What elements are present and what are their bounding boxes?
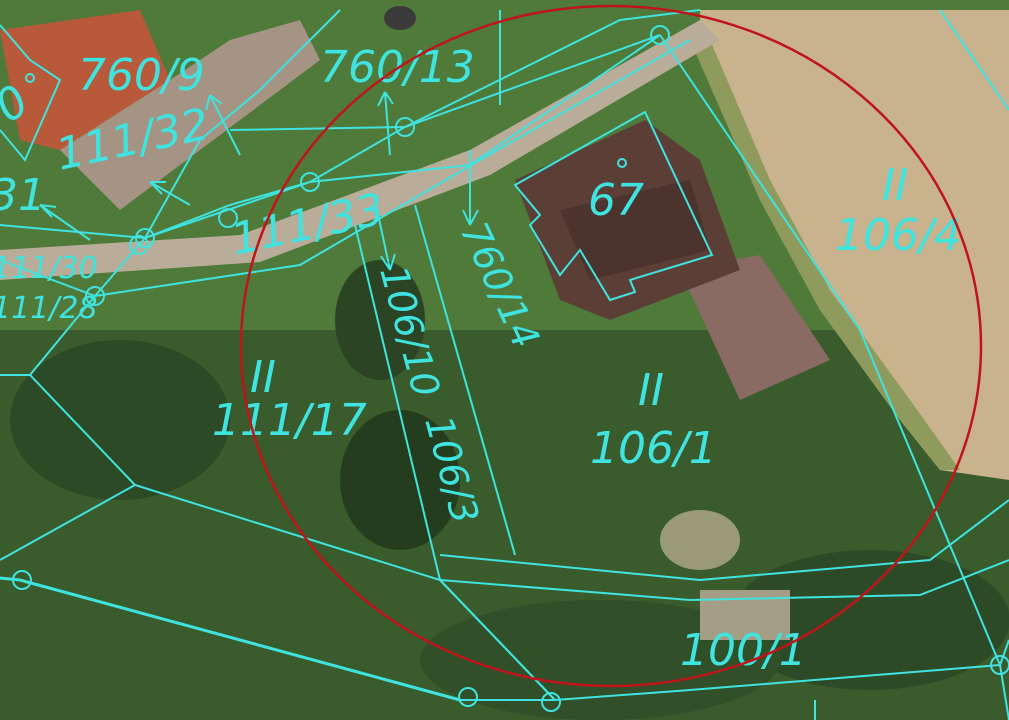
pointer-arrow <box>149 181 191 206</box>
survey-node <box>12 570 32 590</box>
tree-cluster <box>335 260 425 380</box>
cadastre-lines <box>0 9 1009 720</box>
boundary-line <box>939 9 1009 111</box>
boundary-line <box>144 9 341 239</box>
road <box>0 20 720 280</box>
parcel-label: 111/17 <box>212 395 367 446</box>
parcel-label: 106/4 <box>835 210 962 261</box>
building-centroid-mark <box>25 73 35 83</box>
survey-node <box>300 172 320 192</box>
tree-cluster <box>730 550 1009 690</box>
pointer-arrow <box>377 91 394 156</box>
boundary-line <box>144 34 661 239</box>
pointer-arrow <box>205 94 241 156</box>
tree-cluster <box>10 340 230 500</box>
boundary-line <box>659 34 1001 666</box>
survey-node <box>85 286 105 306</box>
boundary-line <box>229 126 406 131</box>
building-outline <box>513 110 714 302</box>
survey-node <box>990 655 1009 675</box>
boundary-line <box>354 224 441 581</box>
pointer-arrow <box>39 204 91 241</box>
field-strip <box>690 40 960 470</box>
survey-node <box>458 687 478 707</box>
parcel-label: 67 <box>588 175 644 226</box>
survey-node <box>218 208 238 228</box>
survey-node <box>129 235 149 255</box>
parcel-label: 760/9 <box>78 50 205 101</box>
parcel-label: 31 <box>0 170 46 221</box>
boundary-line <box>94 39 691 297</box>
boundary-line <box>404 9 701 128</box>
house-roof-ridge <box>560 180 710 280</box>
zone-mark: II <box>250 352 276 403</box>
parcel-label: 100/1 <box>680 625 807 676</box>
building-centroid-mark <box>617 158 627 168</box>
neighbor-courtyard <box>60 20 320 210</box>
parcel-label: 111/30 <box>0 251 98 286</box>
boundary-line <box>439 499 1009 582</box>
survey-nodes <box>12 25 1009 712</box>
boundary-line-major <box>0 576 461 702</box>
driveway <box>680 255 830 400</box>
survey-node <box>135 228 155 248</box>
trampoline <box>384 6 416 30</box>
boundary-line <box>0 24 62 162</box>
boundary-line <box>414 204 516 556</box>
tree-cluster <box>340 410 460 550</box>
field-area <box>700 10 1009 480</box>
survey-node <box>395 117 415 137</box>
zone-mark: II <box>882 160 908 211</box>
pointer-arrow <box>462 150 479 226</box>
pointer-arrow <box>374 199 396 271</box>
survey-node <box>541 692 561 712</box>
parcel-label: 111/28 <box>0 291 98 326</box>
parcel-label: 106/1 <box>590 423 717 474</box>
survey-node <box>650 25 670 45</box>
highlight-circle <box>239 4 983 688</box>
zone-mark: II <box>638 365 664 416</box>
boundary-line <box>0 484 136 561</box>
garden-bush <box>660 510 740 570</box>
neighbor-roof <box>0 10 170 150</box>
